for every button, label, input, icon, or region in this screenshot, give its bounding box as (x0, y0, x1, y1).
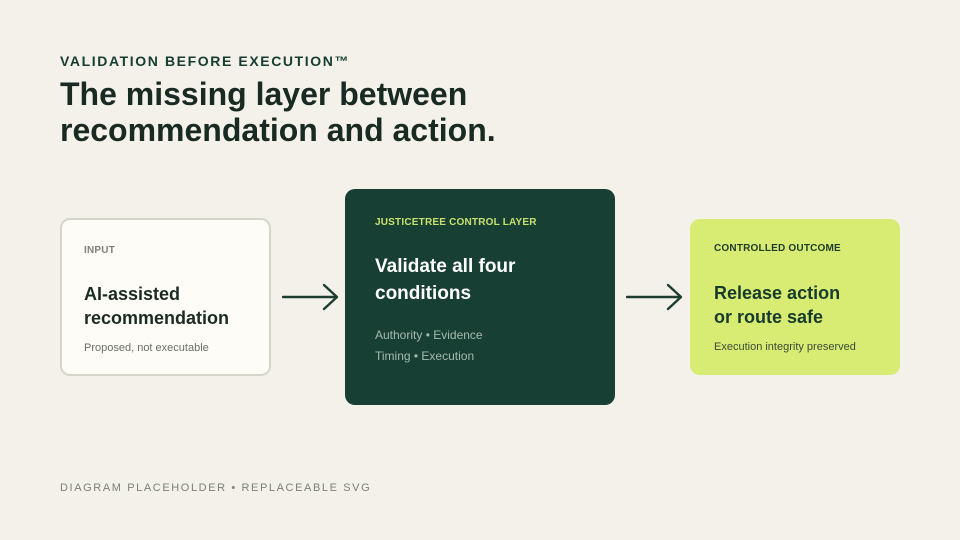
input-card: INPUT AI-assisted recommendation Propose… (60, 218, 271, 376)
control-card-title-line-1: Validate all four (375, 256, 516, 277)
outcome-card-label: CONTROLLED OUTCOME (714, 243, 841, 254)
outcome-card-title: Release action or route safe (714, 281, 840, 329)
control-card-title: Validate all four conditions (375, 253, 515, 307)
outcome-card-title-line-2: or route safe (714, 307, 824, 327)
footer-note: DIAGRAM PLACEHOLDER • REPLACEABLE SVG (60, 482, 372, 494)
input-card-subtitle: Proposed, not executable (84, 342, 209, 354)
outcome-card-title-line-1: Release action (714, 283, 841, 303)
input-card-title-line-2: recommendation (84, 308, 230, 328)
control-card-label: JUSTICETREE CONTROL LAYER (375, 217, 537, 228)
page-headline: The missing layer between recommendation… (60, 76, 660, 148)
outcome-card: CONTROLLED OUTCOME Release action or rou… (690, 219, 900, 375)
outcome-card-subtitle: Execution integrity preserved (714, 341, 856, 353)
eyebrow-label: VALIDATION BEFORE EXECUTION™ (60, 53, 351, 69)
control-card-title-line-2: conditions (375, 283, 472, 304)
arrow-right-icon (626, 283, 683, 311)
input-card-label: INPUT (84, 245, 115, 256)
headline-line-1: The missing layer between (60, 76, 468, 112)
control-card-detail-2: Timing • Execution (375, 349, 475, 363)
control-card-detail-1: Authority • Evidence (375, 328, 483, 342)
input-card-title: AI-assisted recommendation (84, 282, 229, 330)
headline-line-2: recommendation and action. (60, 112, 496, 148)
arrow-right-icon (282, 283, 339, 311)
input-card-title-line-1: AI-assisted (84, 284, 181, 304)
control-layer-card: JUSTICETREE CONTROL LAYER Validate all f… (345, 189, 615, 405)
